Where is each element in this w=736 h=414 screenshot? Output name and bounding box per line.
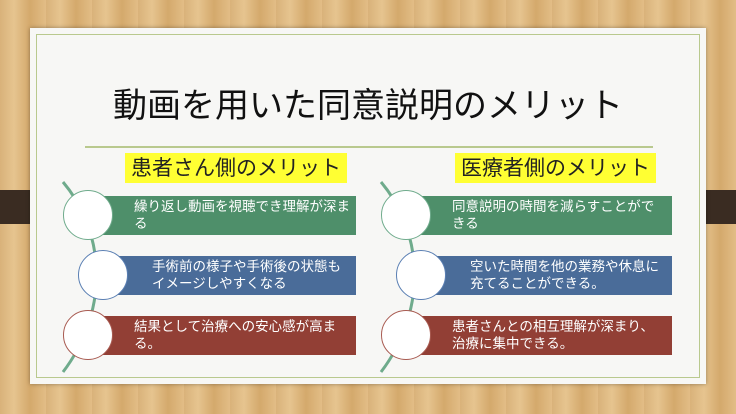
title-divider — [85, 146, 653, 148]
patient-item-3: 結果として治療への安心感が高まる。 — [100, 316, 356, 355]
patient-heading: 患者さん側のメリット — [125, 153, 347, 183]
bullet-circle — [78, 250, 128, 300]
bullet-circle — [63, 310, 113, 360]
bullet-circle — [381, 310, 431, 360]
bullet-circle — [381, 190, 431, 240]
patient-item-1: 繰り返し動画を視聴でき理解が深まる — [100, 196, 356, 235]
bullet-circle — [396, 250, 446, 300]
staff-heading: 医療者側のメリット — [455, 153, 656, 183]
staff-item-3: 患者さんとの相互理解が深まり、治療に集中できる。 — [418, 316, 672, 355]
bullet-circle — [63, 190, 113, 240]
staff-item-1: 同意説明の時間を減らすことができる — [418, 196, 672, 235]
patient-item-2: 手術前の様子や手術後の状態もイメージしやすくなる — [118, 256, 356, 295]
slide-title: 動画を用いた同意説明のメリット — [113, 86, 623, 126]
staff-item-2: 空いた時間を他の業務や休息に充てることができる。 — [436, 256, 672, 295]
slide-frame — [36, 34, 700, 378]
